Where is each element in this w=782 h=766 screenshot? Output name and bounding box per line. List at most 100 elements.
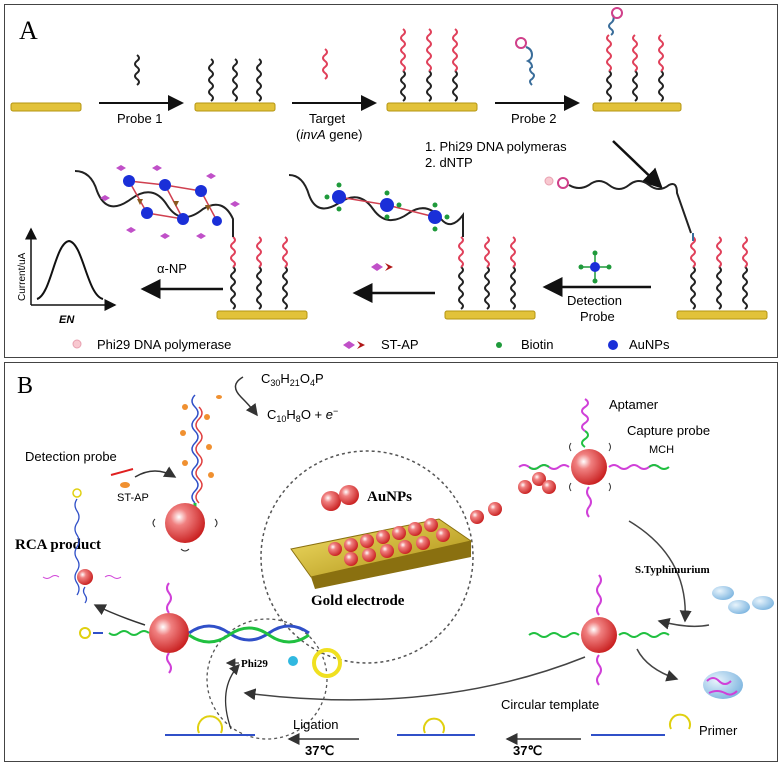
rca-strand-top — [191, 394, 199, 504]
label-st-ap: ST-AP — [117, 492, 149, 504]
gold-electrode-probe2 — [592, 102, 682, 112]
alp-dot — [216, 395, 222, 399]
label-temp2: 37℃ — [513, 743, 542, 758]
sensor-rca-primer — [79, 627, 91, 639]
stap-network — [100, 165, 240, 239]
label-primer: Primer — [699, 723, 738, 738]
mch-start — [569, 442, 611, 492]
gold-electrode-aunp — [444, 310, 536, 320]
label-rca-product: RCA product — [15, 537, 101, 553]
label-gold-electrode: Gold electrode — [311, 593, 405, 609]
label-temp1: 37℃ — [305, 743, 334, 758]
panel-a-diagram: A Probe 1 Target (invA gene) Probe 2 — [10, 7, 768, 352]
st-ap-floating — [371, 263, 393, 271]
dpv-x-label: EN — [59, 314, 75, 326]
gold-electrode-rca — [676, 310, 768, 320]
label-amp-step1: 1. Phi29 DNA polymeras — [425, 139, 567, 154]
target-strand — [322, 48, 328, 80]
rca-small-tail — [82, 586, 88, 604]
bacteria-cluster — [712, 586, 774, 614]
sensor-bound-green — [528, 632, 670, 638]
arrow-detection-probe-b — [134, 466, 177, 478]
aunp-sensor-rca — [149, 613, 189, 653]
sensor-rca-arms — [166, 582, 172, 674]
gold-electrode-probe1 — [194, 102, 276, 112]
aunp-sensor-start — [571, 449, 607, 485]
detection-probe-line — [110, 468, 134, 476]
reaction-arrow — [234, 376, 258, 417]
rca-primer-loop — [72, 488, 82, 498]
rca-helix-green — [188, 626, 310, 644]
primer-template — [669, 713, 691, 730]
stap-electrode-probes — [230, 236, 288, 310]
legend-st-ap-icon — [343, 341, 365, 349]
legend-biotin-label: Biotin — [521, 337, 554, 352]
stap-network-strand — [74, 170, 234, 237]
dpv-y-label: Current/uA — [17, 252, 28, 301]
center-circle — [260, 450, 474, 664]
phi29-enzyme — [288, 656, 298, 666]
rca-helix-blue — [188, 624, 310, 642]
aunp-electrode-probes — [458, 236, 516, 310]
st-ap-dot — [120, 482, 130, 488]
probe1-immobilized — [208, 58, 262, 102]
aunps-cluster — [321, 485, 359, 511]
label-amp-step2: 2. dNTP — [425, 155, 473, 170]
circular-template-loop — [312, 648, 342, 678]
gold-electrode-stap — [216, 310, 308, 320]
arrow-bacteria — [657, 617, 710, 630]
label-s-typhimurium: S.Typhimurium — [635, 564, 710, 576]
label-circular-template: Circular template — [501, 697, 599, 712]
reaction-reactant: C30H21O4P — [261, 371, 324, 388]
arrow-to-rca-sensor — [243, 656, 586, 701]
st-ap-dots-top — [180, 404, 214, 478]
probe2-strand — [525, 46, 535, 86]
legend-aunps-label: AuNPs — [629, 337, 670, 352]
label-phi29: Phi29 — [241, 658, 268, 670]
legend-aunps-icon — [608, 340, 618, 350]
legend-phi29-label: Phi29 DNA polymerase — [97, 337, 231, 352]
arrow-capture — [628, 520, 692, 623]
aunp-sensor-top — [165, 503, 205, 543]
rca-small-sensor-arms — [42, 575, 122, 579]
gold-electrode-bare — [10, 102, 82, 112]
aptamer-strand — [581, 398, 589, 432]
mch-top — [152, 518, 218, 552]
label-detection-probe-1: Detection — [567, 293, 622, 308]
dpv-plot — [25, 227, 117, 311]
probe2-bound-assembly — [606, 14, 664, 102]
panel-a-letter: A — [19, 16, 38, 45]
label-probe2: Probe 2 — [511, 111, 557, 126]
rca-product-strand — [74, 498, 80, 596]
hybridized-probes — [400, 28, 458, 102]
label-detection-probe-2: Probe — [580, 309, 615, 324]
probe1-strand — [134, 54, 140, 86]
rca-loop — [557, 177, 569, 189]
arrow-to-rca — [93, 604, 146, 626]
arrow-amplification — [612, 140, 663, 189]
phi29-polymerase-a — [544, 176, 554, 186]
aunp-sensor-small — [77, 569, 93, 585]
label-ligation: Ligation — [293, 717, 339, 732]
label-aptamer: Aptamer — [609, 397, 659, 412]
label-probe1: Probe 1 — [117, 111, 163, 126]
label-detection-probe: Detection probe — [25, 449, 117, 464]
panel-b-diagram: B C30H21O4P C10H8O + e− Detection probe … — [15, 371, 774, 758]
aunp-cluster-middle — [324, 182, 450, 232]
label-target-line2: (invA gene) — [296, 127, 363, 142]
probe2-loop — [515, 37, 527, 49]
detection-probe-icon — [578, 250, 612, 284]
arrow-ligation-up — [225, 664, 240, 730]
legend-biotin-icon — [496, 342, 502, 348]
panel-b-letter: B — [17, 373, 33, 399]
arrow-release — [636, 648, 679, 682]
sensor-start-green — [528, 464, 670, 470]
electrode-aunps — [328, 472, 556, 566]
rca-long-strand — [568, 180, 692, 234]
rca-electrode-probes — [690, 233, 748, 310]
panel-a: A Probe 1 Target (invA gene) Probe 2 — [4, 4, 778, 358]
sensor-bound-arms — [596, 574, 602, 686]
captured-bacterium — [703, 671, 743, 699]
sensor-rca-green — [108, 630, 150, 636]
legend-st-ap-label: ST-AP — [381, 337, 419, 352]
